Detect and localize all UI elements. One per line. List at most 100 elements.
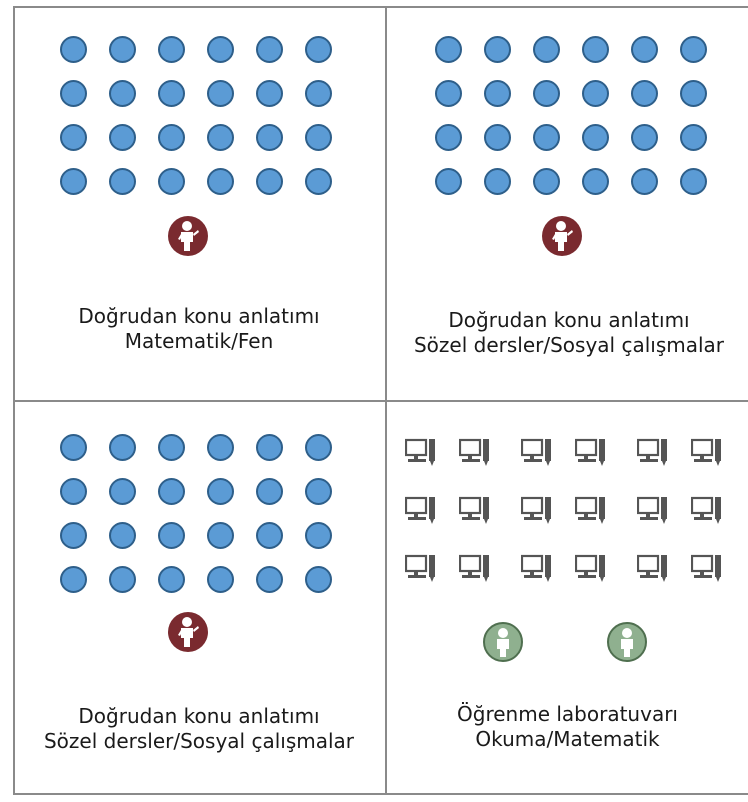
student-dot-icon [256, 168, 283, 195]
computer-station-icon [458, 554, 493, 584]
student-dot-icon [256, 124, 283, 151]
teacher-icon [168, 216, 208, 256]
student-dot-icon [109, 36, 136, 63]
student-dot-icon [680, 124, 707, 151]
student-dot-icon [680, 36, 707, 63]
panel-caption: Öğrenme laboratuvarı Okuma/Matematik [387, 702, 748, 752]
student-dot-icon [305, 36, 332, 63]
student-dot-icon [305, 80, 332, 107]
student-dot-icon [305, 168, 332, 195]
caption-line-2: Okuma/Matematik [475, 727, 660, 751]
student-dot-icon [60, 124, 87, 151]
computer-station-icon [520, 496, 555, 526]
student-dot-icon [158, 124, 185, 151]
student-dot-icon [256, 434, 283, 461]
panel-caption: Doğrudan konu anlatımı Sözel dersler/Sos… [13, 704, 385, 754]
teacher-icon [542, 216, 582, 256]
student-dot-icon [533, 80, 560, 107]
student-dot-icon [60, 168, 87, 195]
student-dot-icon [109, 80, 136, 107]
computer-station-icon [690, 554, 725, 584]
student-dot-icon [305, 522, 332, 549]
caption-line-1: Doğrudan konu anlatımı [448, 308, 690, 332]
computer-station-icon [574, 438, 609, 468]
border-bottom [13, 793, 748, 795]
student-dot-icon [207, 80, 234, 107]
computer-station-icon [636, 496, 671, 526]
caption-line-2: Sözel dersler/Sosyal çalışmalar [413, 333, 725, 357]
computer-station-icon [404, 554, 439, 584]
student-dot-icon [109, 478, 136, 505]
student-dot-icon [207, 168, 234, 195]
student-dot-icon [305, 566, 332, 593]
student-dot-icon [158, 478, 185, 505]
student-dot-icon [484, 80, 511, 107]
lab-teacher-icon [607, 622, 647, 662]
student-dot-icon [256, 36, 283, 63]
border-top [13, 6, 748, 8]
caption-line-1: Öğrenme laboratuvarı [457, 702, 678, 726]
divider-horizontal [13, 400, 748, 402]
student-dot-icon [533, 124, 560, 151]
student-dot-icon [631, 80, 658, 107]
student-dot-icon [207, 434, 234, 461]
student-dot-icon [582, 36, 609, 63]
caption-line-1: Doğrudan konu anlatımı [78, 704, 320, 728]
computer-station-icon [636, 554, 671, 584]
student-dot-icon [60, 36, 87, 63]
panel-bottom-left: Doğrudan konu anlatımı Sözel dersler/Sos… [13, 402, 385, 794]
student-dot-icon [484, 36, 511, 63]
computer-station-icon [458, 496, 493, 526]
student-dot-icon [158, 434, 185, 461]
student-dot-icon [435, 36, 462, 63]
computer-station-icon [636, 438, 671, 468]
student-dot-icon [158, 36, 185, 63]
student-dot-icon [60, 434, 87, 461]
student-dot-icon [109, 522, 136, 549]
student-dot-icon [158, 80, 185, 107]
computer-station-icon [690, 438, 725, 468]
computer-station-icon [690, 496, 725, 526]
student-dot-icon [256, 522, 283, 549]
student-dot-icon [305, 434, 332, 461]
teacher-icon [168, 612, 208, 652]
student-dot-icon [109, 434, 136, 461]
computer-station-icon [574, 554, 609, 584]
student-dot-icon [582, 80, 609, 107]
student-dot-icon [60, 566, 87, 593]
student-dot-icon [109, 124, 136, 151]
caption-line-1: Doğrudan konu anlatımı [78, 304, 320, 328]
panel-top-left: Doğrudan konu anlatımı Matematik/Fen [13, 6, 385, 400]
student-dot-icon [631, 124, 658, 151]
student-dot-icon [60, 522, 87, 549]
student-dot-icon [631, 36, 658, 63]
classroom-grid: Doğrudan konu anlatımı Matematik/Fen Doğ… [13, 6, 748, 795]
student-dot-icon [60, 478, 87, 505]
computer-station-icon [520, 554, 555, 584]
student-dot-icon [158, 566, 185, 593]
computer-station-icon [520, 438, 555, 468]
caption-line-2: Matematik/Fen [124, 329, 274, 353]
lab-teacher-icon [483, 622, 523, 662]
student-dot-icon [680, 168, 707, 195]
student-dot-icon [109, 168, 136, 195]
panel-bottom-right: Öğrenme laboratuvarı Okuma/Matematik [387, 402, 748, 794]
student-dot-icon [207, 36, 234, 63]
student-dot-icon [305, 124, 332, 151]
student-dot-icon [109, 566, 136, 593]
student-dot-icon [435, 124, 462, 151]
student-dot-icon [256, 478, 283, 505]
student-dot-icon [582, 124, 609, 151]
student-dot-icon [158, 168, 185, 195]
student-dot-icon [533, 168, 560, 195]
student-dot-icon [60, 80, 87, 107]
student-dot-icon [484, 124, 511, 151]
student-dot-icon [207, 124, 234, 151]
student-dot-icon [305, 478, 332, 505]
student-dot-icon [680, 80, 707, 107]
computer-station-icon [404, 438, 439, 468]
panel-caption: Doğrudan konu anlatımı Sözel dersler/Sos… [387, 308, 748, 358]
student-dot-icon [631, 168, 658, 195]
student-dot-icon [582, 168, 609, 195]
student-dot-icon [435, 168, 462, 195]
